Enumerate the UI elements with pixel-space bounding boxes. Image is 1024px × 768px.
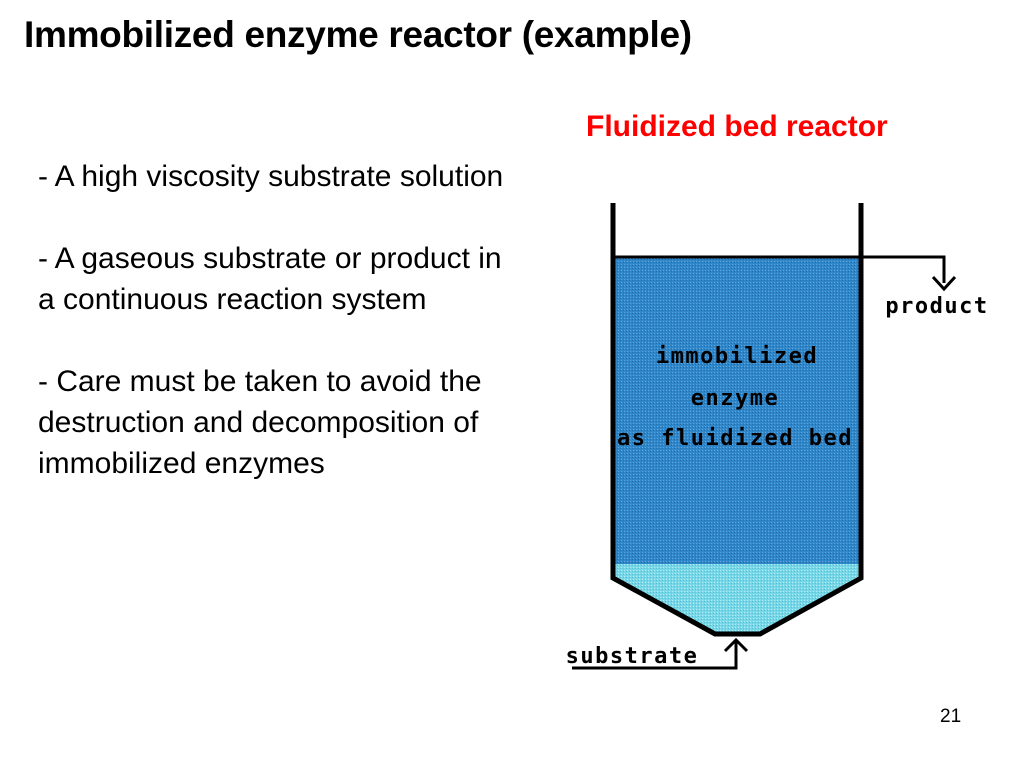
bullet-item: - A high viscosity substrate solution [38, 160, 504, 193]
bullet-item: - A gaseous substrate or product in a co… [38, 242, 502, 316]
product-outlet-pipe [861, 255, 946, 283]
fluidized-bed-region [615, 258, 859, 564]
bed-label-line-3: as fluidized bed [617, 426, 853, 451]
product-arrow-icon [931, 275, 957, 292]
page-number: 21 [940, 706, 962, 727]
bed-label-line-2: enzyme [691, 386, 779, 411]
substrate-label: substrate [566, 644, 699, 669]
bullet-list: - A high viscosity substrate solution - … [38, 156, 508, 525]
substrate-inlet-pipe [572, 641, 738, 670]
diagram-title: Fluidized bed reactor [586, 110, 888, 143]
substrate-arrow-icon [723, 637, 749, 653]
reactor-vessel-outline [610, 203, 864, 637]
slide-title: Immobilized enzyme reactor (example) [24, 14, 692, 55]
bottom-cone-region [615, 564, 859, 633]
product-label: product [885, 294, 988, 319]
bed-label-line-1: immobilized [656, 344, 818, 369]
bullet-item: - Care must be taken to avoid the destru… [38, 365, 482, 480]
